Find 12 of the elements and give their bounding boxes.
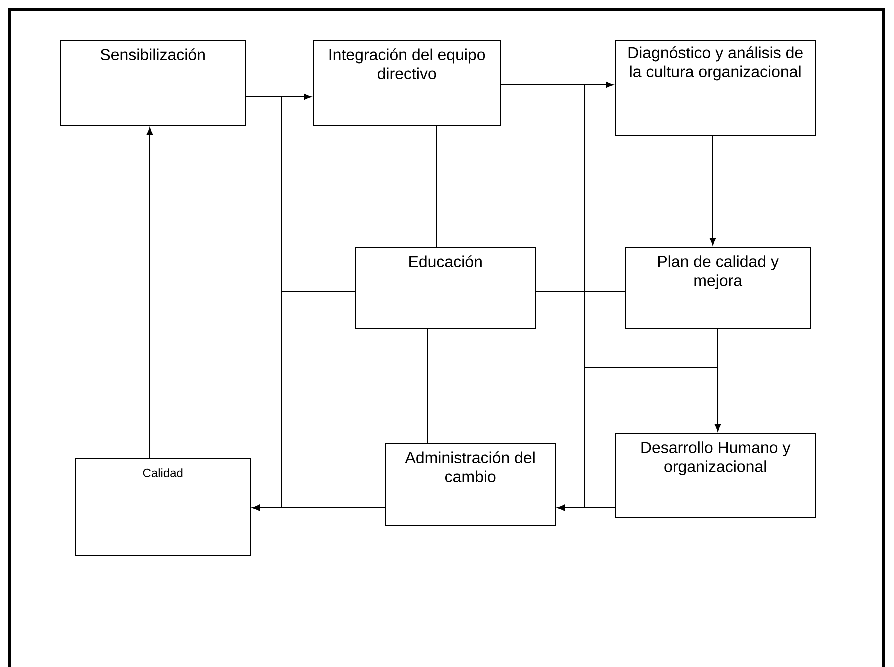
arrow [710, 136, 716, 246]
process-box: Desarrollo Humano y organizacional [615, 433, 816, 518]
process-box: Educación [355, 247, 536, 330]
arrow [146, 128, 154, 458]
process-box: Administración del cambio [385, 443, 556, 526]
process-box: Calidad [75, 458, 252, 556]
process-box: Plan de calidad y mejora [625, 247, 812, 330]
arrow [500, 84, 722, 432]
process-box: Sensibilización [60, 40, 246, 126]
process-box: Integración del equipo directivo [313, 40, 502, 126]
arrow [252, 292, 356, 512]
process-box: Diagnóstico y análisis de la cultura organizacional [615, 40, 816, 136]
